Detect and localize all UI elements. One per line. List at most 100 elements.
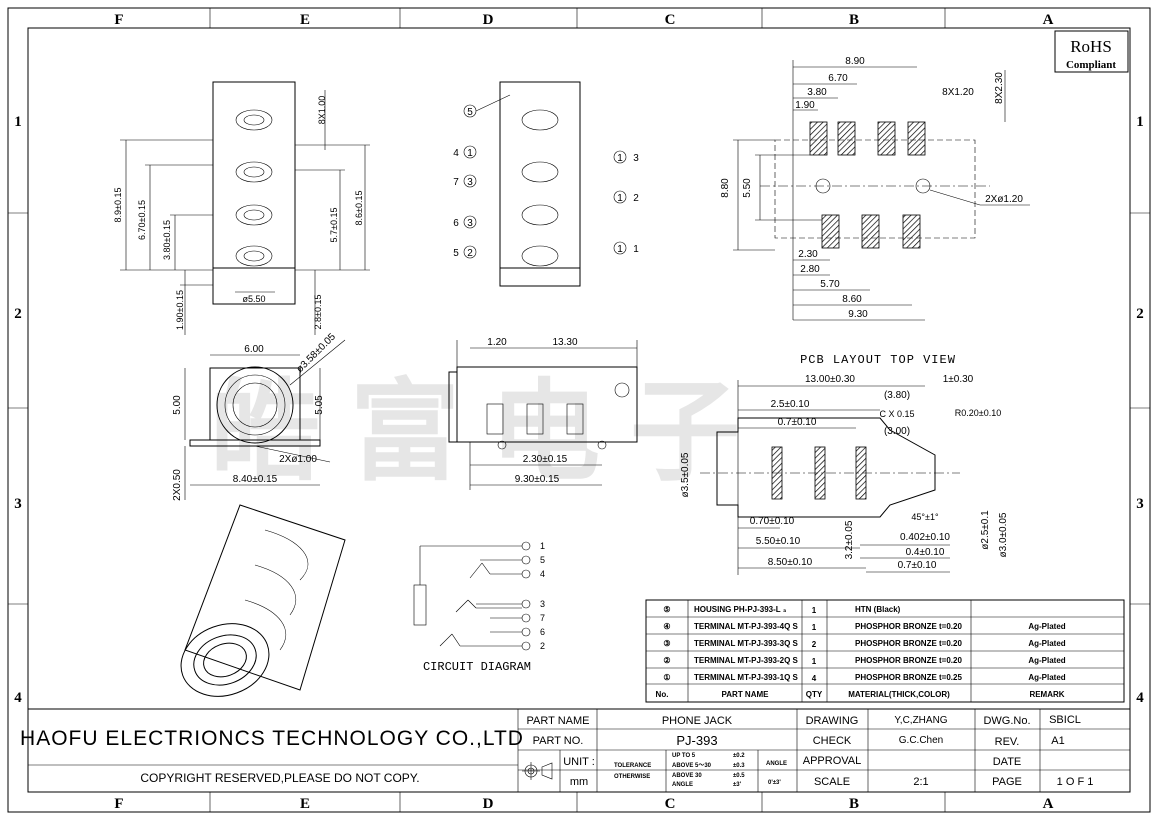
rect-shape — [566, 403, 584, 435]
label-title_block-part_name_label: PART NAME — [527, 715, 590, 727]
label-plug-dims-10: 0.70±0.10 — [750, 516, 795, 527]
projection-symbol-icon — [522, 762, 553, 780]
label-plug-dims-5: R0.20±0.10 — [955, 408, 1001, 418]
circle-shape — [613, 241, 627, 255]
pcb-footprint: 8.906.70 3.801.90 8X1.20 8X2.30 8.80 5.5… — [720, 56, 1030, 321]
rect-shape — [413, 584, 427, 626]
circle-shape — [597, 440, 607, 450]
label-columns-3: C — [665, 796, 676, 812]
ellipse-shape — [180, 623, 270, 697]
isometric-view — [180, 504, 346, 697]
label-title_block-copyright: COPYRIGHT RESERVED,PLEASE DO NOT COPY. — [140, 771, 419, 785]
ellipse-shape — [243, 250, 265, 262]
label-bom-rows-4-no: ① — [663, 673, 670, 682]
label-circuit-pins-2: 4 — [540, 569, 545, 579]
g-shape — [456, 340, 638, 490]
circle-shape — [815, 178, 831, 194]
label-terminal_view-right_circles-2: 1 — [617, 244, 623, 255]
label-title_block-unit_label: UNIT : — [563, 756, 595, 768]
label-title_block-tol_rows-0-1: ±0.2 — [733, 753, 745, 759]
label-rohs-line1: RoHS — [1070, 37, 1112, 56]
label-plug-dims-11: 0.402±0.10 — [900, 532, 950, 543]
label-circuit-pins-5: 6 — [540, 627, 545, 637]
title-block: HAOFU ELECTRIONCS TECHNOLOGY CO.,LTD COP… — [20, 708, 1130, 792]
ellipse-shape — [235, 204, 273, 226]
circle-shape — [521, 627, 531, 637]
label-front_view-dims-6: ø5.50 — [242, 294, 265, 304]
label-terminal_view-left_labels-1: 7 — [453, 177, 459, 188]
circle-shape — [521, 541, 531, 551]
g-shape — [521, 541, 531, 651]
watermark: 皓富电子 — [210, 371, 740, 494]
circle-shape — [463, 245, 477, 259]
label-bom-rows-3-material: PHOSPHOR BRONZE t=0.20 — [855, 656, 962, 665]
circle-shape — [521, 555, 531, 565]
line-shape — [469, 562, 483, 579]
label-title_block-scale_label: SCALE — [814, 776, 850, 788]
g-shape — [733, 60, 1030, 321]
label-side_view-dims-5: 2X0.50 — [172, 469, 183, 501]
rect-shape — [902, 214, 921, 249]
label-columns-0: F — [114, 796, 123, 812]
ellipse-shape — [521, 245, 559, 267]
label-bom-rows-0-qty: 1 — [812, 606, 817, 615]
label-bom-rows-2-part: TERMINAL MT-PJ-393-3Q S — [694, 639, 799, 648]
g-shape — [184, 339, 346, 500]
label-front_view-dims-0: 8X1.00 — [317, 96, 327, 125]
path-shape — [541, 762, 553, 780]
label-title_block-angle_value: 0'±3' — [768, 780, 781, 786]
label-bom-rows-1-material: PHOSPHOR BRONZE t=0.20 — [855, 622, 962, 631]
label-title_block-dwg_label: DWG.No. — [983, 715, 1030, 727]
label-plug-dims-13: 0.4±0.10 — [906, 547, 945, 558]
label-bottom_view-dims-2: 2.30±0.15 — [523, 454, 568, 465]
label-terminal_view-left_circles-2: 3 — [467, 218, 473, 229]
label-circuit-pins-3: 3 — [540, 599, 545, 609]
row-labels: 1 2 3 4 1 2 3 4 — [14, 114, 1144, 706]
label-rows-0: 1 — [14, 114, 22, 130]
label-side_view-dims-0: 6.00 — [244, 344, 264, 355]
line-shape — [451, 633, 461, 647]
rect-shape — [861, 214, 880, 249]
label-plug-dims-8: ø3.5±0.05 — [680, 452, 691, 497]
label-title_block-check: G.C.Chen — [899, 735, 943, 746]
label-bom-rows-4-qty: 4 — [812, 674, 817, 683]
circle-shape — [463, 215, 477, 229]
label-side_view-dims-3: 5.05 — [314, 395, 325, 415]
label-circuit-pins-6: 2 — [540, 641, 545, 651]
label-bom-headers-part_name: PART NAME — [722, 690, 770, 699]
label-title_block-tolerance: TOLERANCE — [614, 763, 651, 769]
label-title_block-drawing: Y,C,ZHANG — [894, 715, 947, 726]
label-front_view-dims-5: 5.7±0.15 — [329, 208, 339, 243]
label-front_view-dims-3: 3.80±0.15 — [162, 220, 172, 260]
label-terminal_view-left_circles-3: 2 — [467, 248, 473, 259]
label-title_block-tol_rows-3-1: ±3' — [733, 782, 742, 788]
ellipse-shape — [243, 209, 265, 221]
label-terminal_view-left_circles-0: 1 — [467, 148, 473, 159]
label-bom-rows-1-remark: Ag-Plated — [1028, 622, 1065, 631]
ellipse-shape — [243, 166, 265, 178]
label-bottom_view-dims-3: 9.30±0.15 — [515, 474, 560, 485]
label-rows-3: 4 — [14, 690, 22, 706]
label-front_view-dims-2: 6.70±0.15 — [137, 200, 147, 240]
label-title_block-tol_rows-0-0: UP TO 5 — [672, 753, 696, 759]
label-pcb_top-dims-4: 8X1.20 — [942, 87, 974, 98]
label-side_view-dims-6: 8.40±0.15 — [233, 474, 278, 485]
label-plug-dims-3: 2.5±0.10 — [771, 399, 810, 410]
ellipse-shape — [521, 161, 559, 183]
rect-shape — [821, 214, 840, 249]
circle-shape — [463, 174, 477, 188]
rect-shape — [855, 446, 867, 500]
label-bom-rows-0-material: HTN (Black) — [855, 605, 901, 614]
rohs-badge: RoHS Compliant — [1054, 30, 1129, 73]
rect-shape — [526, 403, 544, 435]
label-rows-1: 2 — [14, 306, 22, 322]
circle-shape — [232, 382, 278, 428]
label-bom-rows-1-qty: 1 — [812, 623, 817, 632]
label-rows-1: 2 — [1136, 306, 1144, 322]
